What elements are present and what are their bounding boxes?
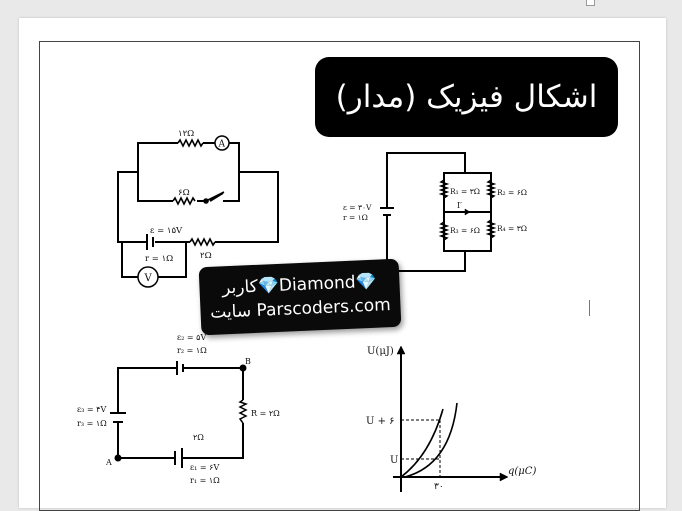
battery-3 bbox=[110, 412, 126, 423]
label-r3: R₃ = ۶Ω bbox=[450, 226, 480, 235]
label-emf: ε = ۱۵V bbox=[150, 226, 183, 236]
page-title-text: اشکال فیزیک (مدار) bbox=[335, 79, 598, 115]
page-title: اشکال فیزیک (مدار) bbox=[315, 57, 618, 137]
current-arrow bbox=[464, 208, 471, 216]
diagrams: ۱۲Ω A ۶Ω ε = ۱۵V r = ۱Ω ۲Ω V ε = ۳۰V r =… bbox=[77, 129, 536, 492]
guide-lines bbox=[401, 419, 441, 477]
text-cursor bbox=[589, 300, 590, 316]
switch-contact bbox=[203, 198, 209, 204]
y-tick-u-plus-6: U + ۶ bbox=[366, 416, 395, 427]
label-12-ohm: ۱۲Ω bbox=[178, 129, 194, 139]
label-r2: r₂ = ۱Ω bbox=[177, 346, 207, 355]
x-tick-30: ۳۰ bbox=[434, 482, 444, 492]
voltmeter bbox=[137, 266, 159, 288]
watermark-line-2: سایت Parscoders.com bbox=[209, 295, 392, 323]
circuit-3 bbox=[110, 361, 248, 468]
battery-1 bbox=[174, 448, 183, 468]
label-emf3: ε₃ = ۴V bbox=[77, 405, 106, 414]
point-b-dot bbox=[239, 364, 247, 372]
label-current: I′ bbox=[457, 201, 462, 210]
resistor-r2 bbox=[485, 179, 497, 199]
circuit-1 bbox=[117, 135, 279, 288]
label-emf2: ε₂ = ۵V bbox=[177, 333, 206, 342]
point-a-dot bbox=[114, 454, 122, 462]
label-r1: r₁ = ۱Ω bbox=[190, 476, 220, 485]
x-axis-label: q(μC) bbox=[508, 466, 536, 477]
label-R: R = ۲Ω bbox=[251, 409, 280, 418]
resistor-6-ohm bbox=[172, 196, 196, 206]
resistor-r3 bbox=[438, 221, 450, 241]
battery-2 bbox=[176, 361, 184, 375]
ammeter-label: A bbox=[218, 140, 226, 150]
y-tick-u: U bbox=[390, 455, 398, 466]
curve-2 bbox=[404, 402, 458, 478]
label-r2: R₂ = ۶Ω bbox=[497, 188, 527, 197]
resistor-12-ohm bbox=[177, 138, 204, 148]
curve-1 bbox=[400, 408, 444, 478]
label-2-ohm: ۲Ω bbox=[200, 251, 212, 261]
label-2-ohm: ۲Ω bbox=[193, 433, 204, 442]
label-r4: R₄ = ۳Ω bbox=[497, 224, 527, 233]
label-6-ohm: ۶Ω bbox=[178, 188, 190, 198]
y-axis-label: U(μJ) bbox=[367, 346, 394, 357]
battery bbox=[146, 234, 154, 250]
label-r3: r₃ = ۱Ω bbox=[77, 419, 107, 428]
resistor-2-ohm bbox=[189, 237, 216, 247]
resistor-r1 bbox=[438, 179, 450, 199]
label-point-a: A bbox=[105, 458, 112, 467]
resistor-r4 bbox=[485, 219, 497, 239]
battery bbox=[380, 207, 394, 216]
watermark-line-1: کاربر💎Diamond💎 bbox=[221, 271, 378, 299]
label-internal-r: r = ۱Ω bbox=[145, 254, 173, 264]
ruler-marker bbox=[586, 0, 595, 6]
label-emf1: ε₁ = ۶V bbox=[190, 463, 219, 472]
label-point-b: B bbox=[245, 357, 251, 366]
resistor-R bbox=[238, 399, 248, 424]
label-emf: ε = ۳۰V bbox=[343, 203, 372, 212]
label-internal-r: r = ۱Ω bbox=[343, 213, 368, 222]
circuit-2 bbox=[380, 152, 497, 272]
label-r1: R₁ = ۳Ω bbox=[450, 187, 480, 196]
watermark-badge: کاربر💎Diamond💎 سایت Parscoders.com bbox=[198, 258, 402, 336]
ammeter bbox=[214, 135, 230, 151]
voltmeter-label: V bbox=[144, 273, 153, 284]
switch-lever bbox=[207, 191, 225, 201]
energy-charge-graph bbox=[393, 345, 509, 492]
